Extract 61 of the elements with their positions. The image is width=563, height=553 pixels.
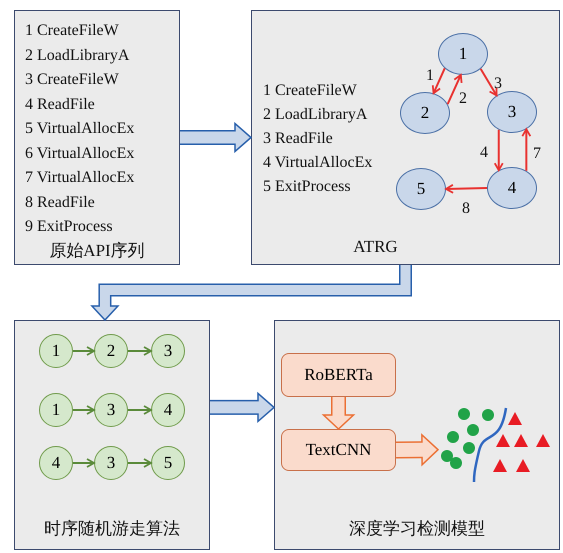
sequence-node: 5 [151, 446, 185, 480]
classification-drawing [438, 406, 550, 484]
edge-label: 1 [426, 68, 434, 84]
panel-title: 原始API序列 [49, 241, 145, 260]
panel [251, 10, 560, 265]
block-arrow [90, 265, 412, 322]
block-arrow [180, 122, 252, 154]
graph-node: 1 [438, 33, 488, 75]
panel [14, 320, 210, 550]
arrow [521, 128, 532, 171]
list-item: 5 VirtualAllocEx [25, 119, 134, 139]
graph-node: 3 [487, 91, 537, 133]
list-item: 3 ReadFile [263, 129, 334, 149]
edge-label: 3 [494, 76, 502, 92]
graph-node: 5 [396, 168, 446, 210]
list-item: 2 LoadLibraryA [263, 105, 368, 125]
block-arrow [322, 397, 356, 430]
panel [274, 320, 560, 550]
model-box: RoBERTa [281, 353, 396, 397]
block-arrow [396, 433, 440, 467]
arrow [494, 130, 504, 172]
graph-node: 4 [487, 167, 537, 209]
arrow [432, 68, 446, 94]
sequence-node: 3 [94, 393, 128, 427]
arrow [73, 458, 95, 468]
panel-title: 时序随机游走算法 [44, 519, 180, 538]
arrow [128, 346, 152, 356]
list-item: 9 ExitProcess [25, 217, 114, 237]
arrow [73, 346, 95, 356]
arrow [128, 458, 152, 468]
list-item: 7 VirtualAllocEx [25, 168, 134, 188]
panel-title: ATRG [353, 237, 398, 256]
list-item: 1 CreateFileW [25, 21, 120, 41]
block-arrow [210, 392, 276, 424]
edge-label: 2 [459, 91, 467, 107]
list-item: 2 LoadLibraryA [25, 46, 130, 66]
list-item: 5 ExitProcess [263, 177, 352, 197]
list-item: 4 ReadFile [25, 94, 96, 114]
graph-node: 2 [400, 92, 450, 134]
arrow [480, 68, 498, 96]
sequence-node: 1 [39, 334, 73, 368]
arrow [128, 405, 152, 415]
list-item: 8 ReadFile [25, 192, 96, 212]
sequence-node: 3 [94, 446, 128, 480]
sequence-node: 1 [39, 393, 73, 427]
panel-title: 深度学习检测模型 [349, 519, 485, 538]
sequence-node: 3 [151, 334, 185, 368]
list-item: 3 CreateFileW [25, 70, 120, 90]
arrow [73, 405, 95, 415]
list-item: 4 VirtualAllocEx [263, 153, 372, 173]
sequence-node: 2 [94, 334, 128, 368]
panel [14, 10, 180, 265]
edge-label: 7 [533, 146, 541, 162]
sequence-node: 4 [151, 393, 185, 427]
list-item: 1 CreateFileW [263, 81, 358, 101]
arrow [446, 74, 462, 105]
list-item: 6 VirtualAllocEx [25, 144, 134, 164]
arrow [445, 184, 488, 194]
sequence-node: 4 [39, 446, 73, 480]
edge-label: 8 [462, 201, 470, 217]
edge-label: 4 [480, 145, 488, 161]
